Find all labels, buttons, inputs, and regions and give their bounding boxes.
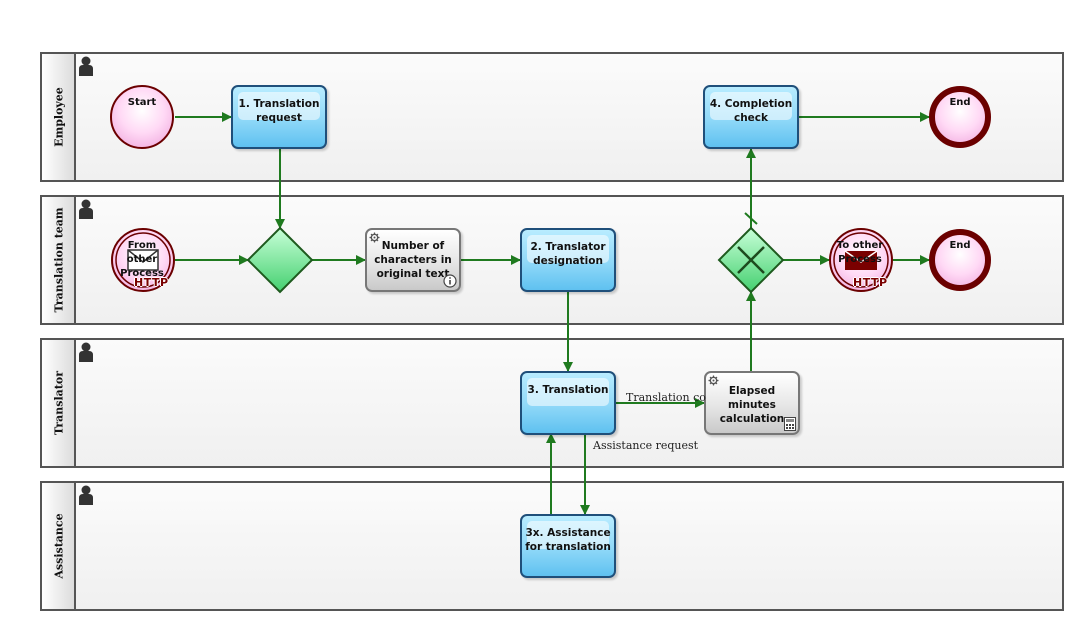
person-icon (79, 199, 93, 219)
http-label-in: HTTP (134, 276, 169, 289)
end-event-team-label: End (949, 240, 971, 251)
flow-label-translation-complete: Translation co (626, 391, 706, 404)
to-other-label-line2: Process (838, 254, 882, 265)
lane-header: Translation team (42, 197, 76, 323)
task-label: 4. Completion (709, 98, 793, 110)
service-label: Elapsed (728, 385, 776, 397)
start-event-label: Start (127, 97, 157, 108)
to-other-label-line1: To other (836, 240, 884, 251)
envelope-icon (127, 249, 159, 271)
end-event-employee-label: End (949, 97, 971, 108)
person-icon (79, 56, 93, 76)
lane-header: Assistance (42, 483, 76, 609)
person-icon (79, 342, 93, 362)
task-label: designation (533, 255, 603, 267)
start-event (110, 85, 174, 149)
default-flow-marker (744, 212, 758, 225)
task-label: 2. Translator (530, 241, 606, 253)
from-other-label-line1: From (127, 240, 157, 251)
service-label: characters in (374, 254, 452, 266)
envelope-filled-icon (844, 250, 878, 270)
task-assistance-for-translation[interactable]: 3x. Assistance for translation (520, 514, 616, 578)
http-label-out: HTTP (853, 276, 888, 289)
task-translation-request[interactable]: 1. Translation request (231, 85, 327, 149)
gateway-merge (246, 226, 314, 294)
task-completion-check[interactable]: 4. Completion check (703, 85, 799, 149)
sequence-flows (175, 112, 930, 515)
task-translation[interactable]: 3. Translation (520, 371, 616, 435)
task-label: 3. Translation (527, 384, 609, 396)
throw-message-event (829, 228, 893, 292)
catch-message-event (111, 228, 175, 292)
service-elapsed-minutes[interactable]: Elapsed minutes calculation (704, 371, 800, 435)
service-label: Number of (381, 240, 445, 252)
end-event-team (929, 229, 991, 291)
lane-header: Translator (42, 340, 76, 466)
from-other-label-line3: Process (120, 268, 164, 279)
task-label: check (733, 112, 769, 124)
service-char-count[interactable]: Number of characters in original text (365, 228, 461, 292)
task-label: 1. Translation (238, 98, 320, 110)
service-label: minutes (728, 399, 776, 411)
flow-label-assistance-request: Assistance request (593, 439, 699, 452)
service-label: calculation (719, 413, 785, 425)
from-other-label-line2: other (126, 254, 158, 265)
gear-icon (369, 232, 380, 243)
info-icon (443, 274, 457, 288)
task-label: request (256, 112, 302, 124)
exclusive-gateway (717, 226, 785, 294)
task-translator-designation[interactable]: 2. Translator designation (520, 228, 616, 292)
lane-header: Employee (42, 54, 76, 180)
gear-icon (708, 375, 719, 386)
calculator-icon (784, 417, 796, 431)
task-label: for translation (525, 541, 611, 553)
person-icon (79, 485, 93, 505)
task-label: 3x. Assistance (525, 527, 611, 539)
service-label: original text (376, 268, 450, 280)
end-event-employee (929, 86, 991, 148)
